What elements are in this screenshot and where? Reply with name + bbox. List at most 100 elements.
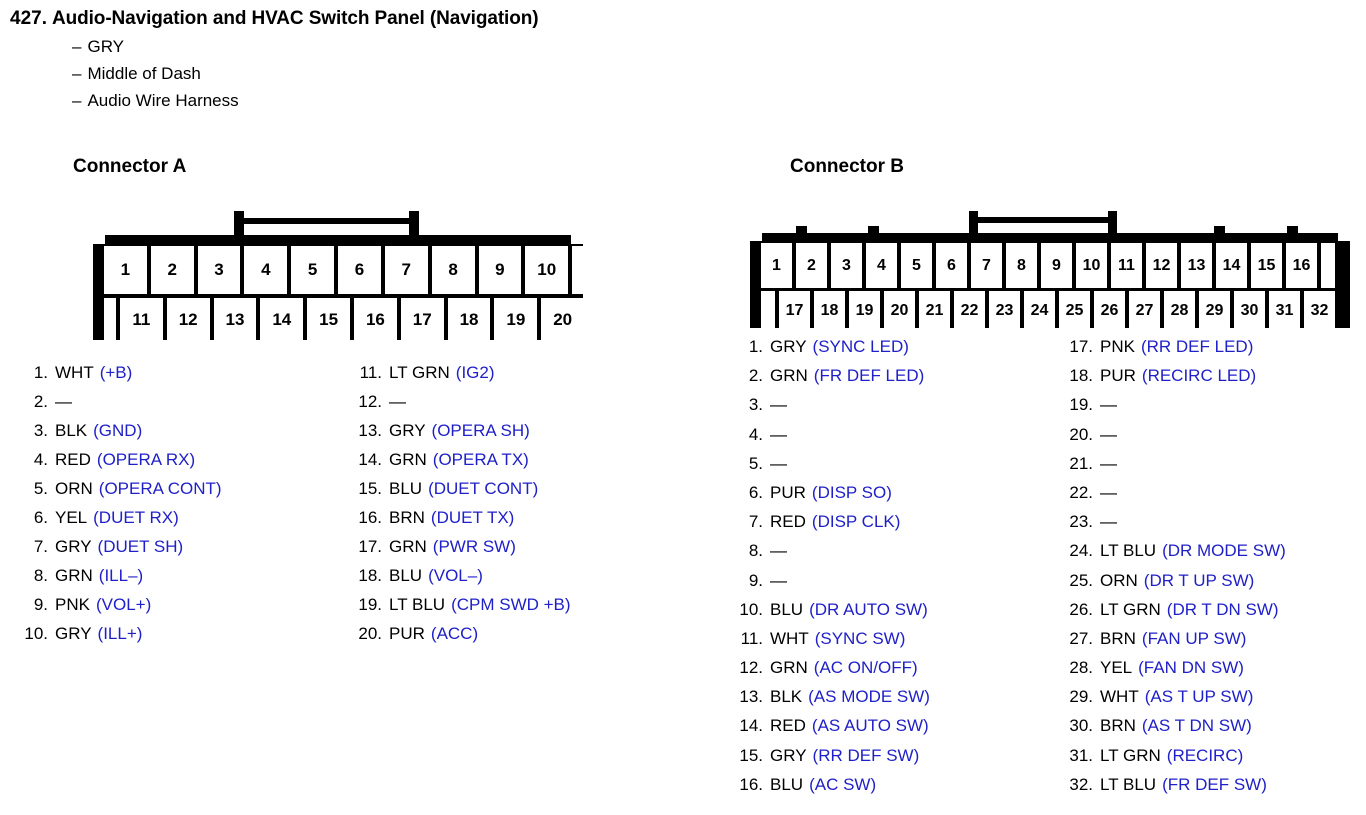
pin-signal-name: (SYNC LED) <box>812 337 909 356</box>
pin-signal-name: (DR AUTO SW) <box>809 599 928 619</box>
pin-list-row: 28.YEL(FAN DN SW) <box>1059 658 1286 687</box>
pin-cell: 9 <box>478 246 522 294</box>
pin-number: 32. <box>1069 774 1093 794</box>
pin-list-row: 8.GRN(ILL–) <box>14 566 222 595</box>
pin-cell: 22 <box>954 291 985 330</box>
connector-a-pinlist-1-10: 1.WHT(+B)2.—3.BLK(GND)4.RED(OPERA RX)5.O… <box>14 363 222 653</box>
pin-empty-marker: — <box>770 395 787 415</box>
pin-number: 1. <box>33 363 48 382</box>
pin-cell: 25 <box>1059 291 1090 330</box>
pin-wire-color: BRN <box>1100 628 1136 648</box>
pin-list-row: 17.PNK(RR DEF LED) <box>1059 337 1286 366</box>
pin-wire-color: BLU <box>389 479 423 498</box>
pin-wire-color: LT GRN <box>1100 745 1161 765</box>
pin-number: 6. <box>33 508 48 527</box>
pin-empty-marker: — <box>770 453 787 473</box>
pin-signal-name: (AC ON/OFF) <box>813 658 918 678</box>
pin-empty-marker: — <box>770 424 787 444</box>
pin-number: 10. <box>24 624 48 643</box>
pin-number: 15. <box>739 745 763 765</box>
pin-list-row: 5.ORN(OPERA CONT) <box>14 479 222 508</box>
pin-wire-color: LT BLU <box>1100 774 1157 794</box>
connector-b-heading: Connector B <box>790 156 904 177</box>
pin-list-row: 18.PUR(RECIRC LED) <box>1059 366 1286 395</box>
pin-signal-name: (RR DEF LED) <box>1140 337 1254 356</box>
pin-wire-color: GRN <box>389 450 427 469</box>
connector-b-diagram: 1 2 3 4 5 6 7 8 9 10 11 12 13 14 15 16 1… <box>750 208 1350 330</box>
pin-cell: 27 <box>1129 291 1160 330</box>
pin-list-row: 2.GRN(FR DEF LED) <box>729 366 930 395</box>
pin-list-row: 24.LT BLU(DR MODE SW) <box>1059 541 1285 570</box>
pin-number: 11. <box>359 363 382 382</box>
pin-cell: 10 <box>525 246 569 294</box>
pin-cell: 8 <box>431 246 475 294</box>
pin-wire-color: WHT <box>1100 687 1139 707</box>
pin-cell: 16 <box>1286 243 1317 288</box>
pin-number: 22. <box>1069 482 1093 502</box>
pin-cell: 20 <box>884 291 915 330</box>
pin-list-row: 29.WHT(AS T UP SW) <box>1059 687 1286 716</box>
pin-wire-color: LT BLU <box>1100 541 1157 561</box>
pin-number: 12. <box>358 392 382 411</box>
pin-empty-marker: — <box>1100 512 1117 532</box>
pin-signal-name: (DUET CONT) <box>428 479 539 498</box>
pin-wire-color: RED <box>770 512 806 532</box>
subline-harness: –Audio Wire Harness <box>72 91 1366 111</box>
pin-cell: 8 <box>1006 243 1037 288</box>
pin-number: 14. <box>739 716 763 736</box>
pin-cell: 1 <box>761 243 792 288</box>
pin-number: 27. <box>1069 628 1093 648</box>
pin-wire-color: YEL <box>1100 658 1133 678</box>
pin-signal-name: (FAN DN SW) <box>1138 658 1244 678</box>
pin-signal-name: (FR DEF SW) <box>1162 774 1267 794</box>
pin-signal-name: (GND) <box>93 421 143 440</box>
pin-list-row: 27.BRN(FAN UP SW) <box>1059 629 1286 658</box>
pin-list-row: 14.GRN(OPERA TX) <box>348 450 571 479</box>
subline-color-text: GRY <box>87 37 125 56</box>
pin-signal-name: (DUET TX) <box>430 508 515 527</box>
pin-cell: 21 <box>919 291 950 330</box>
connector-b-bottom-row: 17 18 19 20 21 22 23 24 25 26 27 28 29 3… <box>756 291 1356 330</box>
pin-list-row: 13.BLK(AS MODE SW) <box>729 687 930 716</box>
dash-glyph: – <box>72 64 82 83</box>
pin-number: 17. <box>1069 337 1093 356</box>
pin-list-row: 6.YEL(DUET RX) <box>14 508 222 537</box>
connector-a-bottom-row: 11 12 13 14 15 16 17 18 19 20 <box>99 298 589 341</box>
pin-cell: 28 <box>1164 291 1195 330</box>
pin-number: 29. <box>1069 687 1093 707</box>
pin-signal-name: (OPERA RX) <box>96 450 196 469</box>
pin-list-row: 6.PUR(DISP SO) <box>729 483 930 512</box>
pin-list-row: 31.LT GRN(RECIRC) <box>1059 746 1286 775</box>
pin-cell: 26 <box>1094 291 1125 330</box>
pin-signal-name: (SYNC SW) <box>814 628 906 648</box>
latch-post-left <box>969 211 978 239</box>
connector-b-top-row: 1 2 3 4 5 6 7 8 9 10 11 12 13 14 15 16 <box>756 243 1356 288</box>
pin-signal-name: (ILL+) <box>97 624 143 643</box>
pin-signal-name: (DR T DN SW) <box>1166 599 1279 619</box>
pin-number: 5. <box>748 453 763 473</box>
pin-list-row: 2.— <box>14 392 222 421</box>
pin-cell: 17 <box>779 291 810 330</box>
edge-notch-left <box>750 233 762 241</box>
pin-list-row: 12.GRN(AC ON/OFF) <box>729 658 930 687</box>
pin-wire-color: BLK <box>55 421 88 440</box>
pin-cell: 11 <box>1111 243 1142 288</box>
connector-a-diagram: 1 2 3 4 5 6 7 8 9 10 11 12 13 14 15 16 1… <box>93 208 585 341</box>
pin-wire-color: BRN <box>1100 716 1136 736</box>
pin-cell: 12 <box>166 298 210 341</box>
pin-number: 18. <box>358 566 382 585</box>
pin-cell: 12 <box>1146 243 1177 288</box>
pin-cell: 3 <box>831 243 862 288</box>
pin-signal-name: (DISP SO) <box>811 482 892 502</box>
pin-empty-marker: — <box>1100 395 1117 415</box>
pin-number: 9. <box>33 595 48 614</box>
pin-number: 18. <box>1069 366 1093 386</box>
pin-number: 12. <box>739 658 763 678</box>
page-title: 427. Audio-Navigation and HVAC Switch Pa… <box>0 8 1366 30</box>
keying-tab-4 <box>1287 226 1298 236</box>
pin-empty-marker: — <box>1100 482 1117 502</box>
pin-list-row: 18.BLU(VOL–) <box>348 566 571 595</box>
pin-number: 23. <box>1069 512 1093 532</box>
pin-signal-name: (AC SW) <box>809 774 877 794</box>
pin-list-row: 14.RED(AS AUTO SW) <box>729 716 930 745</box>
